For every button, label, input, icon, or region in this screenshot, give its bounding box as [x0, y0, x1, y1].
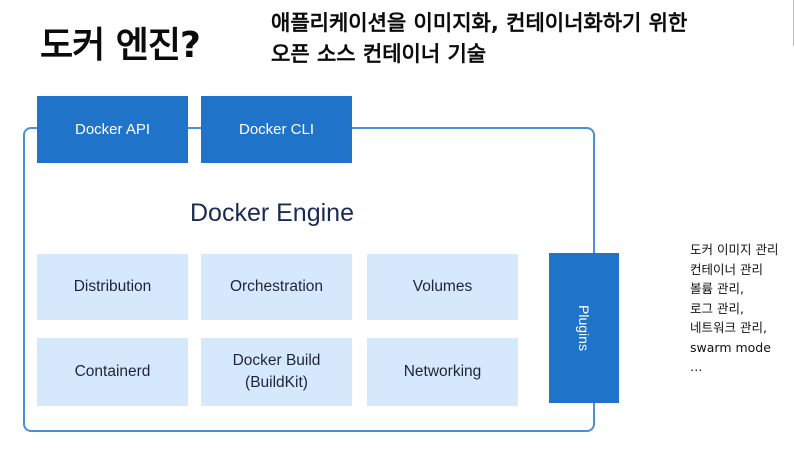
side-notes-list: 도커 이미지 관리 컨테이너 관리 볼륨 관리, 로그 관리, 네트워크 관리,… [690, 240, 778, 377]
note-item: 컨테이너 관리 [690, 261, 763, 277]
module-distribution: Distribution [37, 254, 188, 320]
module-containerd: Containerd [37, 338, 188, 406]
subtitle-line-2: 오픈 소스 컨테이너 기술 [271, 42, 487, 66]
docker-api-block: Docker API [37, 96, 188, 163]
docker-engine-label: Docker Engine [190, 199, 354, 227]
plugins-block: Plugins [549, 253, 619, 403]
note-item: swarm mode [690, 339, 771, 355]
note-item: 도커 이미지 관리 [690, 242, 779, 257]
note-item: 볼륨 관리, [690, 281, 744, 296]
plugins-label: Plugins [575, 305, 592, 351]
note-item: 네트워크 관리, [690, 320, 767, 335]
docker-cli-block: Docker CLI [201, 96, 352, 163]
edge-divider [793, 0, 794, 46]
note-item: … [690, 359, 703, 374]
subtitle-line-1: 애플리케이션을 이미지화, 컨테이너화하기 위한 [271, 11, 688, 35]
page-subtitle: 애플리케이션을 이미지화, 컨테이너화하기 위한 오픈 소스 컨테이너 기술 [271, 8, 687, 70]
module-orchestration: Orchestration [201, 254, 352, 320]
module-volumes: Volumes [367, 254, 518, 320]
page-title: 도커 엔진? [40, 25, 201, 66]
module-networking: Networking [367, 338, 518, 406]
module-docker-build: Docker Build (BuildKit) [201, 338, 352, 406]
note-item: 로그 관리, [690, 300, 744, 316]
